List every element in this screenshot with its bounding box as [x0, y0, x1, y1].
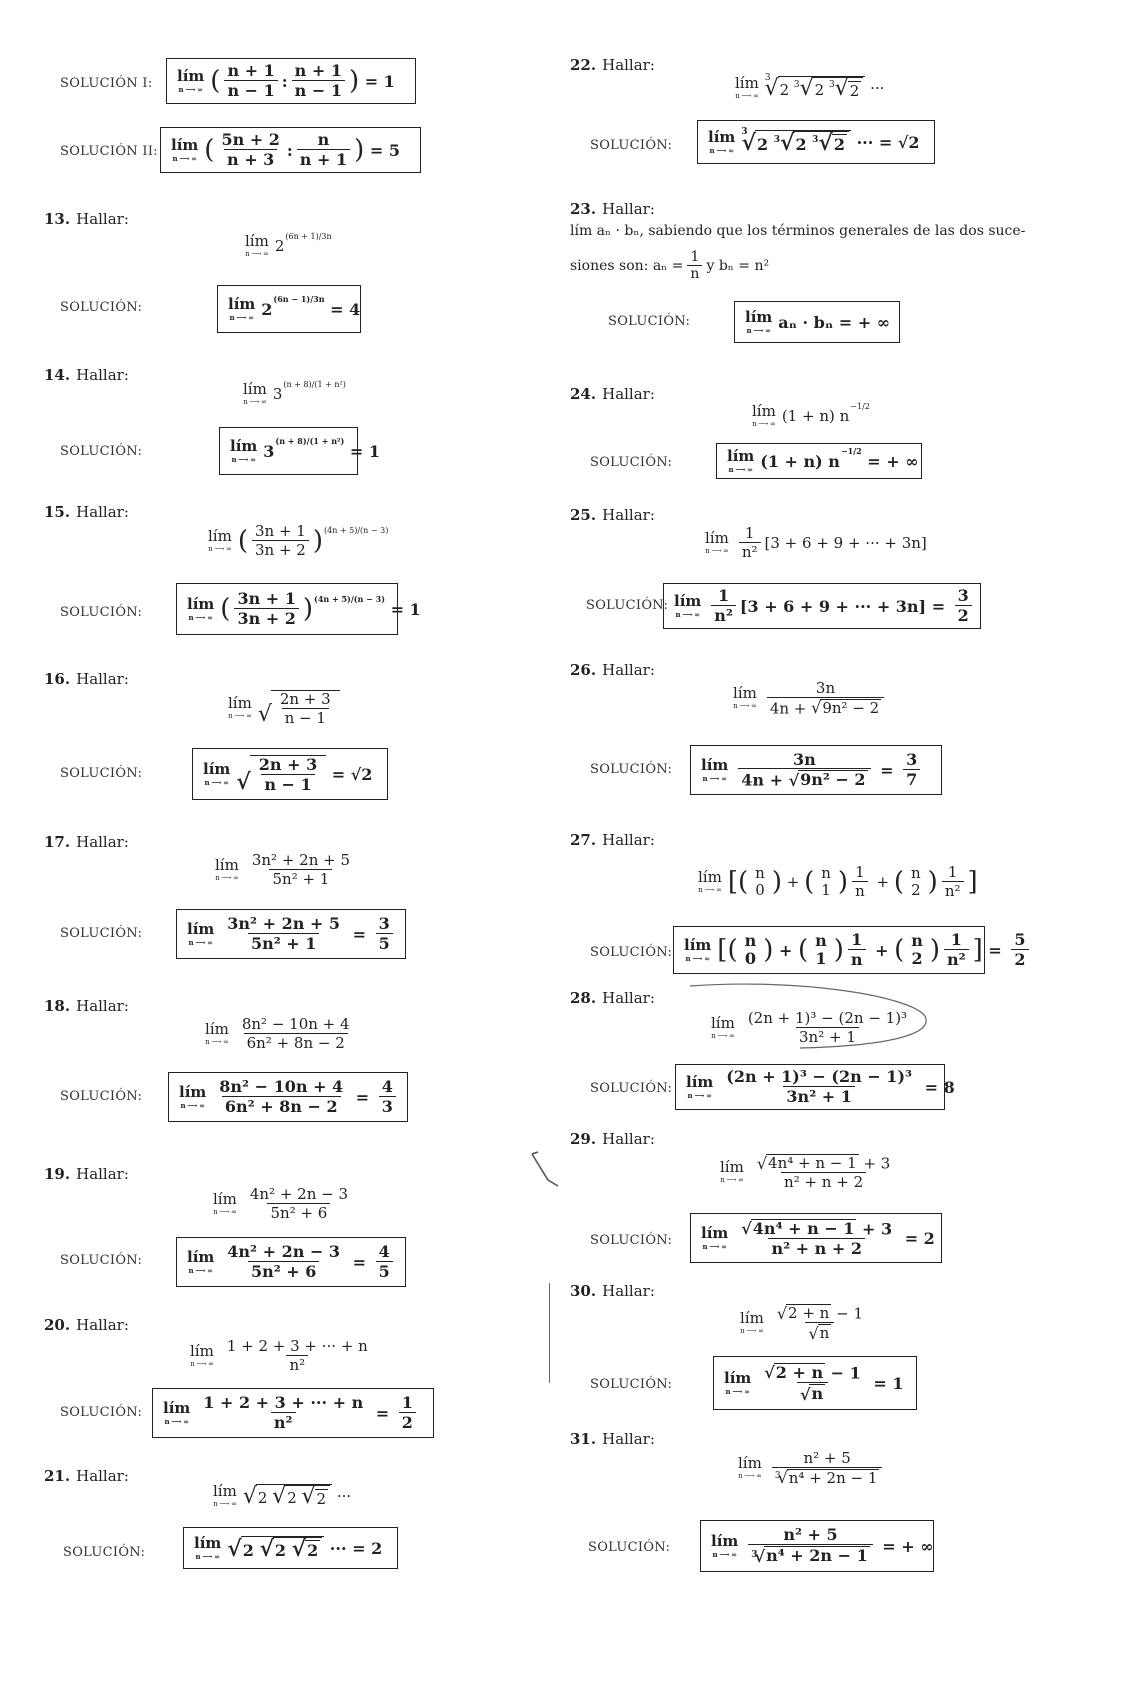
solution-i-result: = 1 — [364, 71, 395, 91]
problem-20-heading: 20.Hallar: — [44, 1316, 129, 1334]
solution-29-label: SOLUCIÓN: — [590, 1233, 673, 1248]
solution-30-label: SOLUCIÓN: — [590, 1377, 673, 1392]
solution-15-label: SOLUCIÓN: — [60, 605, 143, 620]
solution-23-label: SOLUCIÓN: — [608, 314, 691, 329]
problem-24-heading: 24.Hallar: — [570, 385, 655, 403]
problem-27-heading: 27.Hallar: — [570, 831, 655, 849]
problem-23-heading: 23.Hallar: — [570, 200, 655, 218]
solution-24-label: SOLUCIÓN: — [590, 455, 673, 470]
margin-line — [549, 1283, 550, 1383]
solution-ii-label: SOLUCIÓN II: — [60, 144, 158, 159]
solution-26-label: SOLUCIÓN: — [590, 762, 673, 777]
problem-15-heading: 15.Hallar: — [44, 503, 129, 521]
problem-19-heading: 19.Hallar: — [44, 1165, 129, 1183]
problem-26-heading: 26.Hallar: — [570, 661, 655, 679]
lim-subscript: n ⟶ ∞ — [178, 85, 203, 94]
problem-31-heading: 31.Hallar: — [570, 1430, 655, 1448]
solution-20-label: SOLUCIÓN: — [60, 1405, 143, 1420]
handwritten-check-mark — [531, 1151, 559, 1187]
solution-22-label: SOLUCIÓN: — [590, 138, 673, 153]
problem-21-heading: 21.Hallar: — [44, 1467, 129, 1485]
solution-19-label: SOLUCIÓN: — [60, 1253, 143, 1268]
solution-17-label: SOLUCIÓN: — [60, 926, 143, 941]
solution-18-label: SOLUCIÓN: — [60, 1089, 143, 1104]
solution-ii-result: = 5 — [369, 140, 400, 160]
problem-18-heading: 18.Hallar: — [44, 997, 129, 1015]
solution-16-label: SOLUCIÓN: — [60, 766, 143, 781]
problem-29-heading: 29.Hallar: — [570, 1130, 655, 1148]
problem-14-heading: 14.Hallar: — [44, 366, 129, 384]
handwritten-circle-mark — [689, 983, 927, 1049]
lim-word: lím — [177, 67, 205, 85]
problem-25-heading: 25.Hallar: — [570, 506, 655, 524]
problem-13-heading: 13.Hallar: — [44, 210, 129, 228]
solution-14-label: SOLUCIÓN: — [60, 444, 143, 459]
problem-30-heading: 30.Hallar: — [570, 1282, 655, 1300]
problem-17-heading: 17.Hallar: — [44, 833, 129, 851]
solution-13-label: SOLUCIÓN: — [60, 300, 143, 315]
problem-16-heading: 16.Hallar: — [44, 670, 129, 688]
solution-27-label: SOLUCIÓN: — [590, 945, 673, 960]
solution-28-label: SOLUCIÓN: — [590, 1081, 673, 1096]
solution-31-label: SOLUCIÓN: — [588, 1540, 671, 1555]
solution-i-label: SOLUCIÓN I: — [60, 76, 153, 91]
problem-23-statement: lím aₙ · bₙ, sabiendo que los términos g… — [570, 223, 1026, 239]
problem-22-heading: 22.Hallar: — [570, 56, 655, 74]
solution-25-label: SOLUCIÓN: — [586, 598, 669, 613]
problem-28-heading: 28.Hallar: — [570, 989, 655, 1007]
solution-21-label: SOLUCIÓN: — [63, 1545, 146, 1560]
